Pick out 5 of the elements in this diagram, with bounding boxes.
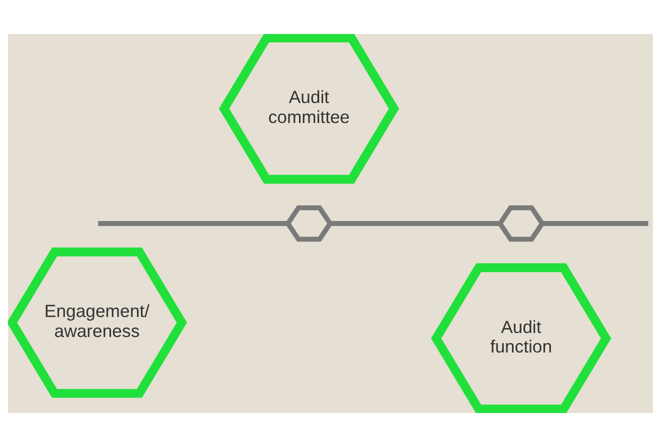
- connector: [330, 220, 500, 226]
- connector: [542, 220, 648, 226]
- connector: [98, 220, 288, 226]
- node-hexagon: [497, 204, 546, 242]
- node-hexagon: [284, 204, 334, 242]
